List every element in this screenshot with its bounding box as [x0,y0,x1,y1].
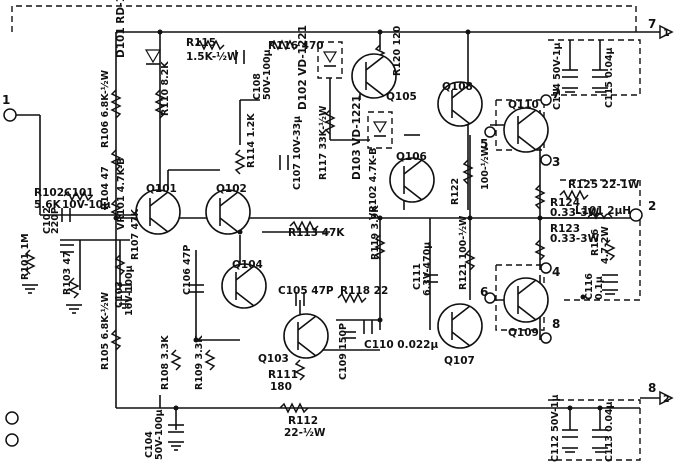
label-c101: C101 [64,187,94,199]
label-r124: R124 [550,197,580,209]
label-q101: Q101 [146,183,177,195]
label-r125: R125 22-1W [568,179,640,191]
label-r105: R105 6.8K-½W [100,291,111,370]
label-r102: R102 [34,187,64,199]
terminals [3,24,674,447]
label-r122-value: 100-½W [480,145,491,190]
node-3: 3 [552,155,560,169]
label-r123-value: 0.33-3W [550,233,600,245]
label-c103-value: 16V-100µ [124,265,135,316]
label-c115: C115 0.04µ [604,47,615,108]
label-r120: R120 120 [392,25,403,76]
label-r104: R104 47 [100,166,111,210]
grounds [22,87,618,453]
label-c102-value: 220P [50,207,61,234]
diodes [144,49,388,137]
label-r118: R118 22 [340,285,388,297]
label-r102-value: 5.6K [34,199,62,211]
label-r121: R121 100-½W [458,215,469,290]
label-c112: C112 50V-1µ [550,394,561,462]
label-r106: R106 6.8K-½W [100,69,111,148]
label-q102: Q102 [216,183,247,195]
label-r124-value: 0.33-3W [550,207,600,219]
label-q108: Q108 [442,81,473,93]
label-c104: C104 [144,431,155,458]
label-r115-value: 1.5K-½W [186,51,239,63]
label-r119: R119 3.9K [370,205,381,260]
node-7b: 7 [648,17,656,31]
label-r115: R115 [186,37,216,49]
label-q103: Q103 [258,353,289,365]
label-vr102: VR102 4.7K-B [368,148,379,220]
node-4: 4 [552,265,560,279]
label-r126: R126 [590,228,601,256]
dashed-outline-top [11,5,641,461]
label-q107: Q107 [444,355,475,367]
label-r110: R110 8.2K [160,61,171,116]
label-c108-value: 50V-100µ [262,49,273,100]
label-vr101: VR101 4.7K-B [116,158,127,230]
resistors [24,39,616,414]
label-c116-value: 0.1µ [594,276,605,300]
node-6: 6 [480,285,488,299]
label-c114: C114 50V-1µ [552,42,563,110]
node-1: 1 [2,93,10,107]
label-c104-value: 50V-100µ [154,409,165,460]
node-7a: 7 [552,87,560,101]
label-r109: R109 3.3K [194,335,205,390]
label-c109: C109 150P [338,323,349,380]
label-r111-value: 180 [270,381,292,393]
capacitors [60,50,618,438]
node-box-1: 1 [663,28,670,39]
label-c102: C102 [42,207,53,234]
label-r122: R122 [450,178,461,205]
node-8a: 8 [552,317,560,331]
inductor-l101 [587,213,613,220]
label-c101-value: 10V-10µ [62,199,111,211]
label-c111-value: 6.3V-470µ [422,242,433,296]
terminal-1 [3,108,17,122]
label-c108: C108 [252,73,263,100]
label-c113: C113 0.04µ [604,401,615,462]
label-c103: C103 [114,281,125,308]
label-r103: R103 47 [62,251,73,295]
label-r107: R107 47K [130,208,141,260]
label-q110: Q110 [508,99,539,111]
junction-dots [113,29,603,411]
label-l101: L101 2µH [575,205,631,217]
label-c105: C105 47P [278,285,334,297]
label-r108: R108 3.3K [160,335,171,390]
label-r123: R123 [550,223,580,235]
label-c111: C111 [412,263,423,290]
label-r112-value: 22-½W [284,427,326,439]
label-r117: R117 33K-½W [318,105,329,180]
label-r111: R111 [268,369,298,381]
label-r113: R113 47K [288,227,345,239]
label-q109: Q109 [508,327,539,339]
node-2: 2 [648,199,656,213]
label-d101: D101 RD-12EB [115,0,127,58]
node-8b: 8 [648,381,656,395]
label-q104: Q104 [232,259,263,271]
label-c110: C110 0.022µ [364,339,438,351]
label-c106: C106 47P [182,245,193,295]
label-r101: R101 1M [20,233,31,280]
component-labels: D101 RD-12EB R115 1.5K-½W R116 470 R120 … [20,0,640,462]
label-c116: C116 [584,273,595,300]
label-r112: R112 [288,415,318,427]
node-box-2: 2 [663,394,670,405]
label-r116: R116 470 [268,40,324,52]
transistors [135,53,549,359]
label-d102: D102 VD-1221 [297,25,309,110]
node-numbers: 1 2 3 4 5 6 7 7 8 8 1 2 [2,17,670,405]
label-q105: Q105 [386,91,417,103]
label-q106: Q106 [396,151,427,163]
label-r114: R114 1.2K [246,113,257,168]
label-d103: D103 VD-1221 [351,95,363,180]
label-r126-value: 4.7-2W [600,226,611,264]
label-c107: C107 10V-33µ [292,116,303,190]
node-5: 5 [480,137,488,151]
